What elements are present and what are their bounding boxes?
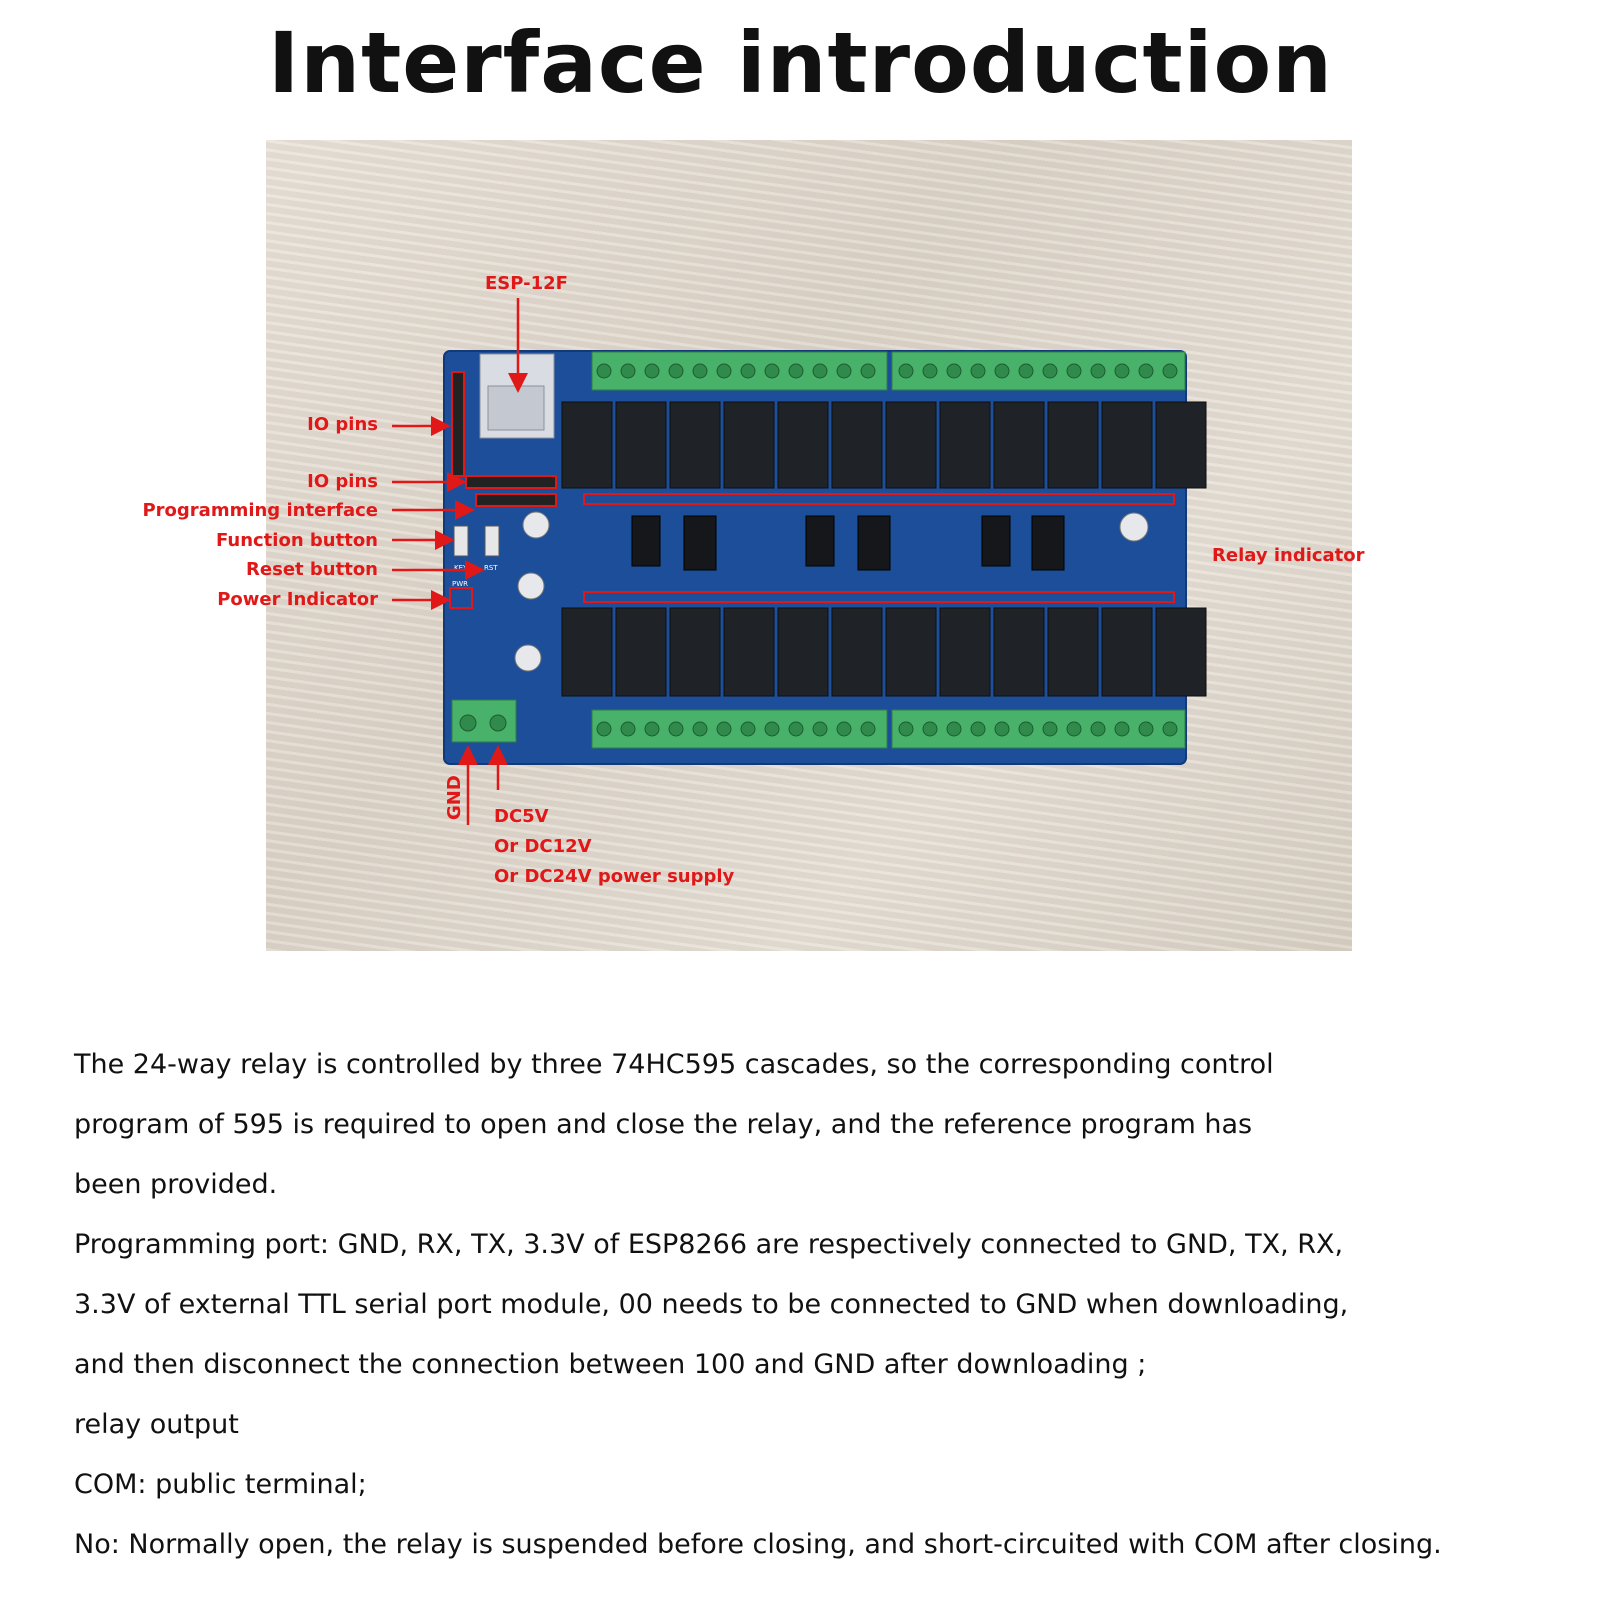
label-relay-indicator: Relay indicator xyxy=(1212,545,1365,566)
label-dc12v: Or DC12V xyxy=(494,836,592,857)
paragraph: Programming port: GND, RX, TX, 3.3V of E… xyxy=(74,1229,1344,1260)
paragraph: The 24-way relay is controlled by three … xyxy=(74,1049,1274,1080)
paragraph: relay output xyxy=(74,1409,239,1440)
label-function-button: Function button xyxy=(215,530,378,551)
callout-arrows xyxy=(392,298,528,825)
page-title: Interface introduction xyxy=(268,14,1333,112)
relay-indicator-row-top xyxy=(583,493,1175,505)
reset-button xyxy=(484,525,500,557)
capacitors xyxy=(514,511,1149,672)
label-dc24v: Or DC24V power supply xyxy=(494,866,735,887)
label-gnd: GND xyxy=(444,775,465,820)
top-relays xyxy=(561,401,1207,489)
paragraph: been provided. xyxy=(74,1169,278,1200)
function-button xyxy=(453,525,469,557)
label-power-indicator: Power Indicator xyxy=(217,589,378,610)
top-screws xyxy=(596,363,1178,379)
ic-chips xyxy=(631,515,1065,571)
label-programming-interface: Programming interface xyxy=(142,500,378,521)
paragraph: program of 595 is required to open and c… xyxy=(74,1109,1253,1140)
rst-silkscreen: RST xyxy=(484,564,498,572)
paragraph: 3.3V of external TTL serial port module,… xyxy=(74,1289,1349,1320)
bottom-relays xyxy=(561,607,1207,697)
io-pin-header-vertical xyxy=(451,371,465,477)
bottom-screws xyxy=(596,721,1178,737)
programming-interface-header xyxy=(475,493,557,507)
board-photo: KEY RST PWR ESP-12F IO pins IO pins Prog… xyxy=(142,140,1365,951)
paragraph: COM: public terminal; xyxy=(74,1469,367,1500)
io-pin-header-horizontal xyxy=(465,475,557,489)
paragraph: No: Normally open, the relay is suspende… xyxy=(74,1529,1442,1560)
label-io-pins-1: IO pins xyxy=(307,414,378,435)
label-esp12f: ESP-12F xyxy=(485,273,568,294)
description: The 24-way relay is controlled by three … xyxy=(74,1035,1554,1575)
relay-board-illustration: KEY RST PWR xyxy=(392,298,1207,825)
paragraph: and then disconnect the connection betwe… xyxy=(74,1349,1147,1380)
key-silkscreen: KEY xyxy=(454,564,468,572)
label-dc5v: DC5V xyxy=(494,806,549,827)
relay-indicator-row-bottom xyxy=(583,591,1175,603)
label-reset-button: Reset button xyxy=(246,559,378,580)
label-io-pins-2: IO pins xyxy=(307,471,378,492)
pwr-silkscreen: PWR xyxy=(452,580,468,588)
